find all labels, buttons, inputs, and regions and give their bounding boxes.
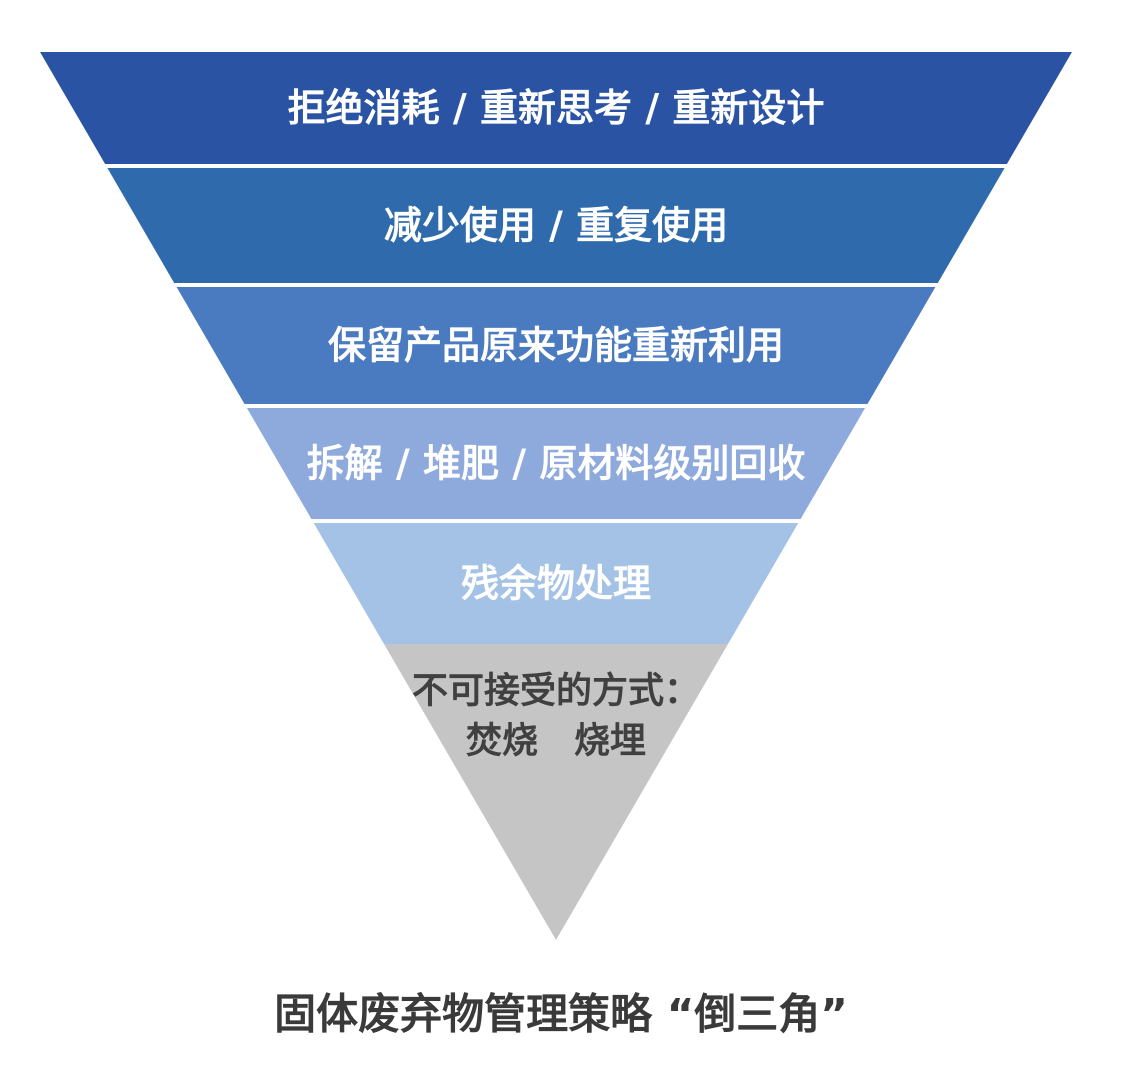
pyramid-band-3 — [176, 287, 936, 404]
diagram-caption: 固体废弃物管理策略 “倒三角” — [274, 990, 848, 1039]
pyramid-band-2 — [107, 168, 1005, 283]
pyramid-band-4-label: 拆解 / 堆肥 / 原材料级别回收 — [307, 442, 806, 486]
pyramid-band-6-label: 不可接受的方式： — [412, 671, 700, 712]
pyramid-band-3-label: 保留产品原来功能重新利用 — [328, 324, 784, 368]
pyramid-band-1-label: 拒绝消耗 / 重新思考 / 重新设计 — [288, 86, 825, 130]
pyramid-band-4 — [246, 408, 866, 519]
pyramid-band-6 — [384, 644, 728, 940]
pyramid-band-2-label: 减少使用 / 重复使用 — [384, 204, 728, 248]
pyramid-band-1 — [40, 52, 1072, 164]
pyramid-band-6-label: 焚烧 烧埋 — [466, 721, 646, 762]
pyramid-band-5-label: 残余物处理 — [461, 562, 651, 606]
pyramid-band-5 — [313, 523, 799, 644]
